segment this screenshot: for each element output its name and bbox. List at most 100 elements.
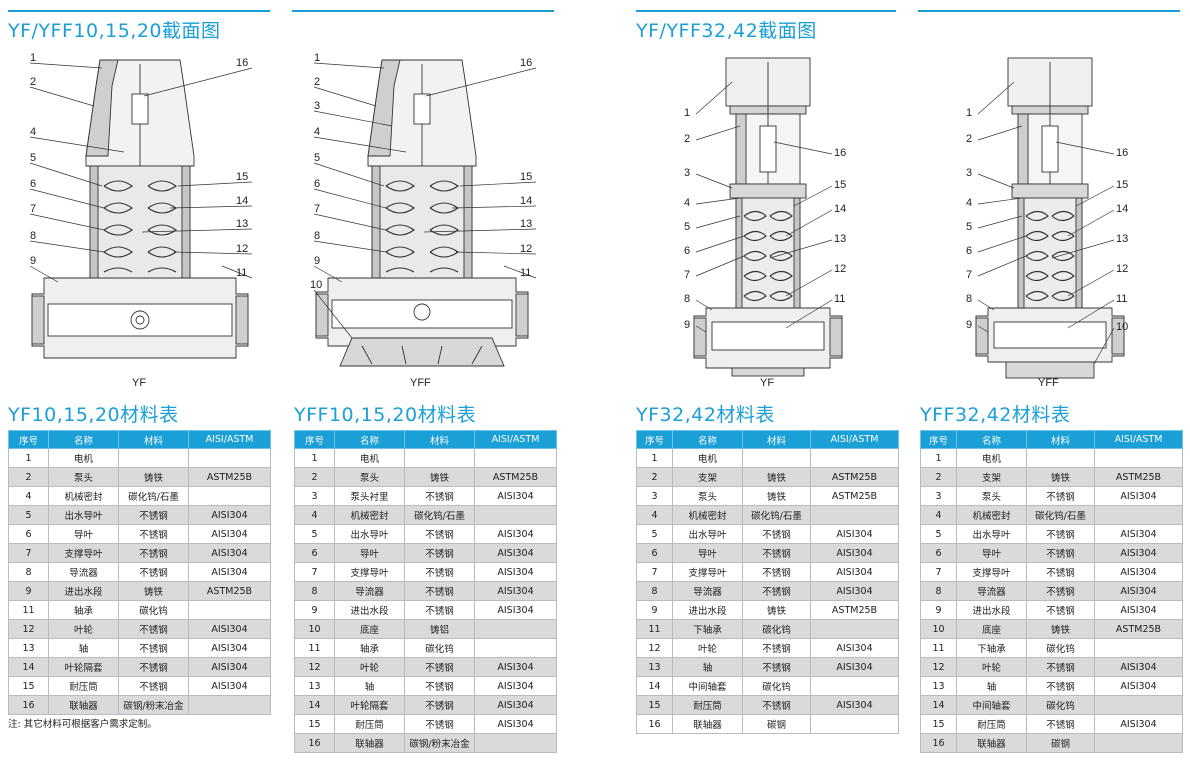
table-title-yff-small: YFF10,15,20材料表	[294, 404, 477, 426]
table-title-yff-large: YFF32,42材料表	[920, 404, 1071, 426]
drawing4-left-label: 3	[966, 167, 972, 179]
cell-name: 叶轮	[334, 657, 405, 677]
cell-name: 轴承	[334, 638, 405, 658]
cell-material: 碳化钨	[1026, 638, 1095, 658]
cell-material: 不锈钢	[404, 562, 475, 582]
cell-no: 1	[8, 448, 49, 468]
cell-no: 5	[294, 524, 335, 544]
col-header-no: 序号	[8, 430, 49, 449]
drawing4-right-label: 16	[1116, 147, 1128, 159]
cell-standard: AISI304	[474, 676, 557, 696]
cell-no: 15	[636, 695, 673, 715]
cell-no: 12	[636, 638, 673, 658]
table-header-row: 序号 名称 材料 AISI/ASTM	[8, 430, 271, 449]
header-rule-1	[8, 10, 270, 12]
cell-material	[404, 448, 475, 468]
cell-standard: AISI304	[474, 600, 557, 620]
cell-standard: ASTM25B	[810, 486, 899, 506]
cell-standard: AISI304	[1094, 486, 1183, 506]
cell-name: 轴承	[48, 600, 119, 620]
drawing3-left-label: 7	[684, 269, 690, 281]
cell-standard	[1094, 638, 1183, 658]
cell-no: 14	[8, 657, 49, 677]
col-header-standard: AISI/ASTM	[1094, 430, 1183, 449]
cell-name: 机械密封	[48, 486, 119, 506]
cell-no: 10	[920, 619, 957, 639]
cell-material: 不锈钢	[742, 581, 811, 601]
cell-name: 支撑导叶	[672, 562, 743, 582]
cell-no: 9	[8, 581, 49, 601]
cell-no: 16	[636, 714, 673, 734]
cell-material: 不锈钢	[118, 505, 189, 525]
cell-no: 2	[636, 467, 673, 487]
cell-standard	[810, 619, 899, 639]
cell-standard: AISI304	[810, 562, 899, 582]
cell-no: 7	[636, 562, 673, 582]
cell-material: 碳化钨	[404, 638, 475, 658]
cell-name: 底座	[334, 619, 405, 639]
cell-material: 碳化钨	[118, 600, 189, 620]
cell-material: 不锈钢	[742, 657, 811, 677]
col-header-name: 名称	[48, 430, 119, 449]
cell-no: 13	[636, 657, 673, 677]
cell-no: 2	[920, 467, 957, 487]
cell-material: 不锈钢	[404, 524, 475, 544]
drawing1-left-label: 1	[30, 52, 36, 64]
cell-name: 耐压筒	[334, 714, 405, 734]
drawing4-left-label: 8	[966, 293, 972, 305]
cell-name: 联轴器	[672, 714, 743, 734]
drawing1-left-label: 6	[30, 178, 36, 190]
cell-name: 出水导叶	[956, 524, 1027, 544]
cell-material: 不锈钢	[404, 581, 475, 601]
cell-name: 导叶	[334, 543, 405, 563]
col-header-name: 名称	[334, 430, 405, 449]
col-header-material: 材料	[742, 430, 811, 449]
cell-name: 机械密封	[956, 505, 1027, 525]
cell-material: 碳化钨/石墨	[742, 505, 811, 525]
cell-no: 6	[294, 543, 335, 563]
cell-no: 10	[294, 619, 335, 639]
cell-name: 支撑导叶	[334, 562, 405, 582]
cell-material: 不锈钢	[118, 524, 189, 544]
cell-material: 铸铁	[118, 581, 189, 601]
cell-material: 碳化钨/石墨	[1026, 505, 1095, 525]
cell-standard: AISI304	[474, 524, 557, 544]
cell-standard: AISI304	[188, 638, 271, 658]
cell-name: 下轴承	[956, 638, 1027, 658]
cell-material: 碳钢	[742, 714, 811, 734]
cell-name: 导叶	[956, 543, 1027, 563]
cell-standard: AISI304	[810, 695, 899, 715]
cell-standard	[474, 733, 557, 753]
cell-standard: AISI304	[474, 657, 557, 677]
cell-name: 轴	[48, 638, 119, 658]
cell-name: 轴	[956, 676, 1027, 696]
cell-name: 叶轮隔套	[334, 695, 405, 715]
cell-no: 12	[294, 657, 335, 677]
cell-standard: AISI304	[1094, 676, 1183, 696]
cell-standard: AISI304	[188, 676, 271, 696]
cell-no: 9	[636, 600, 673, 620]
drawing3-left-label: 2	[684, 133, 690, 145]
cell-standard: AISI304	[1094, 543, 1183, 563]
cell-standard: AISI304	[474, 581, 557, 601]
cell-no: 16	[8, 695, 49, 715]
cell-no: 3	[636, 486, 673, 506]
drawing3-right-label: 11	[834, 293, 845, 305]
drawing2-left-label: 6	[314, 178, 320, 190]
drawing1-right-label: 11	[236, 267, 247, 279]
